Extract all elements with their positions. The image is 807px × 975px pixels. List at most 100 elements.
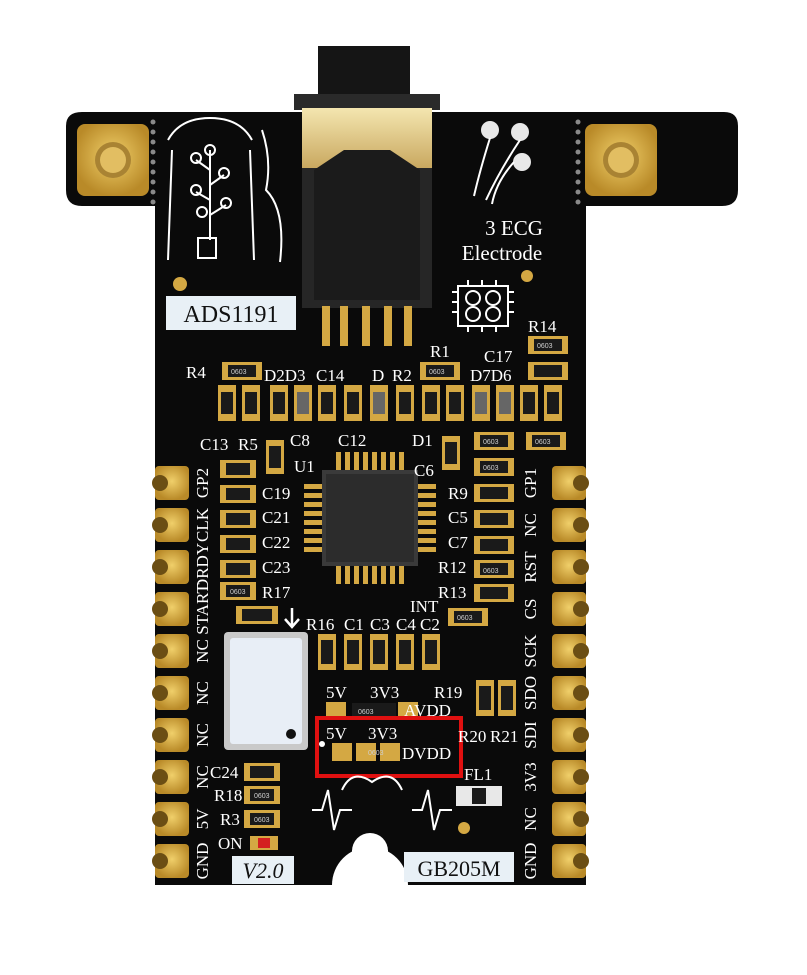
right-header	[552, 466, 589, 878]
jumper-labels: 5V 3V3 AVDD 5V 3V3 DVDD	[326, 683, 451, 763]
smd-code: 0603	[483, 439, 499, 446]
right-pin-label: SDI	[521, 721, 540, 749]
label-r14: R14	[528, 317, 557, 336]
right-pin-label: GP1	[521, 468, 540, 498]
right-passive-column	[442, 432, 566, 716]
label-c5: C5	[448, 508, 468, 527]
right-pin-label: NC	[521, 513, 540, 537]
label-r5: R5	[238, 435, 258, 454]
right-pin-label: CS	[521, 599, 540, 620]
audio-jack	[294, 46, 440, 346]
left-header	[152, 466, 189, 878]
mounting-hole-right	[585, 124, 657, 196]
label-d7d6: D7D6	[470, 366, 512, 385]
label-r12: R12	[438, 558, 466, 577]
model-label: GB205M	[404, 852, 514, 882]
smd-code: 0603	[457, 615, 473, 622]
component-labels: R4 D2D3 C14 D R2 R1 D7D6 R14 C17 C13 R5 …	[186, 317, 557, 853]
smd-code: 0603	[254, 817, 270, 824]
bottom-notch	[332, 833, 408, 885]
label-r21: R21	[490, 727, 518, 746]
left-pin-label: GP2	[193, 468, 212, 498]
label-r20: R20	[458, 727, 486, 746]
crystal-oscillator	[224, 608, 308, 750]
left-pin-label: START	[193, 583, 212, 635]
label-r17: R17	[262, 583, 291, 602]
left-pin-label: NC	[193, 723, 212, 747]
right-pin-label: NC	[521, 807, 540, 831]
dvdd-opt2-label: 3V3	[368, 724, 397, 743]
right-pin-label: SDO	[521, 676, 540, 710]
label-c4: C4	[396, 615, 416, 634]
left-passive-column	[220, 440, 284, 624]
label-u1: U1	[294, 457, 315, 476]
label-c24: C24	[210, 763, 239, 782]
chip-name-label: ADS1191	[166, 296, 296, 330]
chip-logo-icon	[452, 280, 514, 332]
heartbeat-icon	[312, 775, 452, 831]
label-c19: C19	[262, 484, 290, 503]
avdd-name-label: AVDD	[404, 701, 451, 720]
avdd-jumper	[326, 702, 418, 720]
label-r13: R13	[438, 583, 466, 602]
smd-code: 0603	[254, 793, 270, 800]
label-r1: R1	[430, 342, 450, 361]
left-pin-labels: GP2 CLK DRDY START NC NC NC NC 5V GND	[193, 468, 212, 880]
bottom-left-passives	[244, 763, 280, 850]
dvdd-jumper	[319, 741, 400, 761]
version-text: V2.0	[243, 858, 284, 883]
left-pin-label: 5V	[193, 808, 212, 830]
ecg-electrodes-icon	[473, 121, 531, 205]
middle-passive-row	[318, 634, 440, 670]
left-pin-label: NC	[193, 681, 212, 705]
label-d1: D1	[412, 431, 433, 450]
left-pin-label: NC	[193, 639, 212, 663]
label-fl1: FL1	[464, 765, 492, 784]
right-pin-labels: GP1 NC RST CS SCK SDO SDI 3V3 NC GND	[521, 468, 540, 880]
smd-code: 0603	[358, 709, 374, 716]
left-pin-label: DRDY	[193, 543, 212, 591]
smd-code: 0603	[230, 589, 246, 596]
label-c22: C22	[262, 533, 290, 552]
electrode-label-line1: 3 ECG	[485, 216, 543, 240]
smd-code: 0603	[483, 568, 499, 575]
label-c17: C17	[484, 347, 513, 366]
dvdd-name-label: DVDD	[402, 744, 451, 763]
right-pin-label: GND	[521, 843, 540, 880]
smd-code-markings: 0603 0603 0603 0603 0603 0603 0603 0603 …	[230, 343, 553, 824]
label-c2: C2	[420, 615, 440, 634]
dvdd-opt1-label: 5V	[326, 724, 348, 743]
label-c23: C23	[262, 558, 290, 577]
label-r9: R9	[448, 484, 468, 503]
label-c7: C7	[448, 533, 468, 552]
electrode-label-line2: Electrode	[462, 241, 542, 265]
avdd-opt1-label: 5V	[326, 683, 348, 702]
smd-code: 0603	[537, 343, 553, 350]
avdd-opt2-label: 3V3	[370, 683, 399, 702]
right-pin-label: SCK	[521, 634, 540, 668]
left-pin-label: GND	[193, 843, 212, 880]
label-c14: C14	[316, 366, 345, 385]
fiducials	[173, 270, 533, 834]
smd-code: 0603	[429, 369, 445, 376]
label-r3: R3	[220, 810, 240, 829]
ferrite-fl1	[456, 786, 502, 806]
left-pin-label: NC	[193, 765, 212, 789]
label-c1: C1	[344, 615, 364, 634]
human-body-icon	[167, 116, 283, 263]
top-passive-row	[218, 336, 568, 421]
label-r19: R19	[434, 683, 462, 702]
label-d2d3: D2D3	[264, 366, 306, 385]
version-label: V2.0	[232, 856, 294, 884]
label-int: INT	[410, 597, 439, 616]
chip-name-text: ADS1191	[183, 302, 278, 328]
smd-code: 0603	[535, 439, 551, 446]
label-c6: C6	[414, 461, 434, 480]
label-r18: R18	[214, 786, 242, 805]
right-pin-label: RST	[521, 551, 540, 583]
label-r16: R16	[306, 615, 334, 634]
label-d: D	[372, 366, 384, 385]
model-text: GB205M	[417, 856, 500, 881]
label-on: ON	[218, 834, 243, 853]
